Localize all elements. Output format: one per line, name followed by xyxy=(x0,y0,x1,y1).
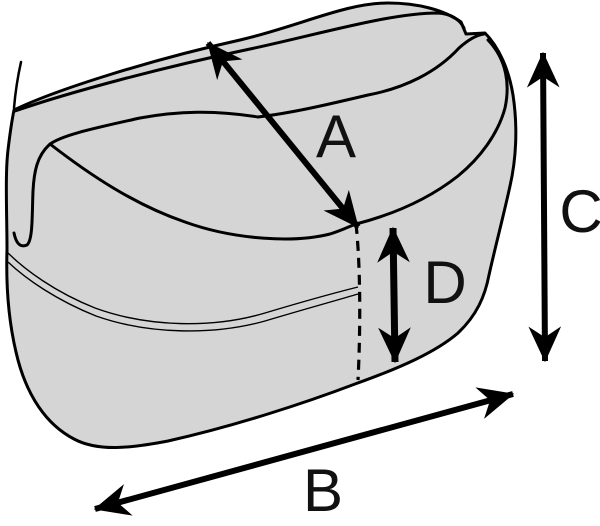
dashed-contour-line xyxy=(354,223,362,381)
cushion-body-outline xyxy=(4,1,518,449)
dimension-arrow-a xyxy=(205,41,361,229)
dimension-label-d: D xyxy=(423,249,466,316)
dimension-arrow-b xyxy=(93,387,515,516)
dimension-arrow-c xyxy=(526,51,562,363)
dimension-arrow-d xyxy=(377,226,411,364)
seam-line-upper xyxy=(6,251,359,325)
dimension-label-c: C xyxy=(559,178,600,245)
seam-line-lower xyxy=(7,261,359,332)
dimension-label-b: B xyxy=(303,457,343,524)
cushion-top-front-edge-line xyxy=(12,32,486,248)
cushion-top-rim-line xyxy=(13,11,466,113)
dimension-label-a: A xyxy=(316,103,356,170)
left-tip-fold-line xyxy=(12,60,23,110)
